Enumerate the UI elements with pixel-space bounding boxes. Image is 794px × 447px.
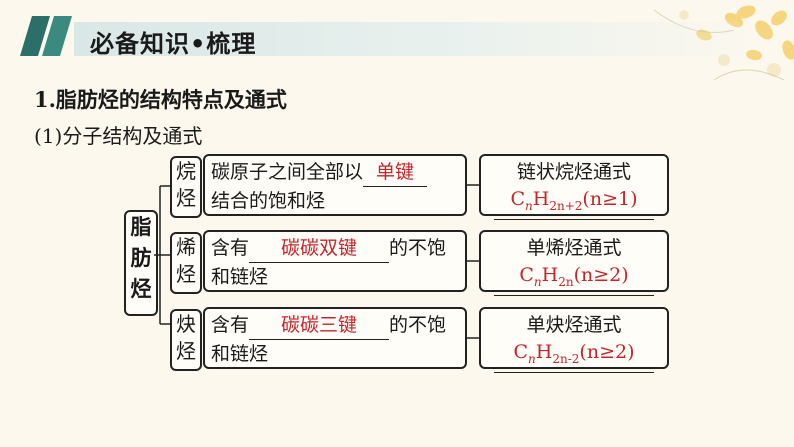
answer-blank: 碳碳双键 [249, 234, 390, 263]
general-formula: CnH2n(n≥2) [494, 262, 654, 296]
brace-connector [154, 185, 170, 325]
formula-alkane: 链状烷烃通式 CnH2n+2(n≥1) [479, 154, 669, 220]
answer-blank: 碳碳三键 [249, 311, 390, 340]
category-alkene: 烯烃 [170, 232, 202, 294]
answer-blank: 单键 [363, 158, 428, 187]
formula-alkene: 单烯烃通式 CnH2n(n≥2) [479, 230, 669, 296]
category-alkane: 烷烃 [170, 156, 202, 218]
header-band [74, 22, 774, 56]
connector-line [467, 337, 479, 339]
general-formula: CnH2n-2(n≥2) [494, 339, 654, 373]
description-alkene: 含有碳碳双键的不饱 和链烃 [203, 230, 467, 292]
subsection-heading: (1)分子结构及通式 [34, 124, 203, 148]
description-alkane: 碳原子之间全部以单键 结合的饱和烃 [203, 154, 467, 216]
general-formula: CnH2n+2(n≥1) [494, 186, 654, 220]
formula-alkyne: 单炔烃通式 CnH2n-2(n≥2) [479, 307, 669, 373]
connector-line [467, 260, 479, 262]
page-title: 必备知识•梳理 [90, 30, 257, 58]
aliphatic-hydrocarbon-label: 脂 肪 烃 [124, 210, 158, 316]
section-heading: 1.脂肪烃的结构特点及通式 [34, 87, 287, 112]
description-alkyne: 含有碳碳三键的不饱 和链烃 [203, 307, 467, 369]
category-alkyne: 炔烃 [170, 309, 202, 371]
header-accent-icon [20, 12, 72, 60]
connector-line [467, 184, 479, 186]
